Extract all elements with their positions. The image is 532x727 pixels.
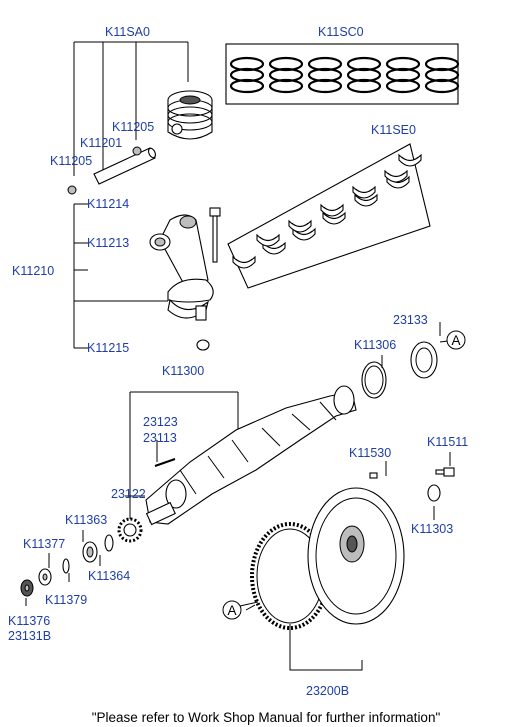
label-k11201: K11201 [80,136,122,150]
bearing-shell-icon [288,219,312,233]
bearing-shell-icon [354,193,378,207]
label-k11376: K11376 [8,614,50,628]
pilot-bearing-icon [427,484,441,502]
flywheel-group [239,467,455,671]
label-k11363: K11363 [65,513,107,527]
piston-ring-icon [268,56,304,94]
label-23131b: 23131B [8,629,51,643]
bearing-shell-icon [352,185,376,199]
label-k11300: K11300 [162,364,204,378]
label-23113: 23113 [143,431,177,445]
bearing-shell-icon [398,153,422,167]
label-k11sa0: K11SA0 [105,25,150,39]
crankshaft-gear-icon [117,517,143,543]
label-k11205-left: K11205 [50,154,92,168]
label-k11511: K11511 [427,435,468,449]
label-k11303: K11303 [411,522,453,536]
conrod-bolt-icon [209,207,221,263]
flywheel-bolt-icon [435,467,455,477]
label-k11377: K11377 [23,537,65,551]
snap-ring-icon [67,185,77,195]
rear-oil-seal-icon [410,341,438,379]
footer-note: "Please refer to Work Shop Manual for fu… [92,710,441,725]
bearing-shell-set [227,143,431,289]
piston-assembly [67,41,213,195]
piston-ring-icon [346,56,382,94]
rear-seal-ring-icon [361,361,387,399]
snap-ring-icon [132,146,142,156]
piston-icon [167,90,213,140]
piston-ring-icon [424,56,460,94]
piston-pin-icon [93,147,156,185]
piston-ring-icon [385,56,421,94]
label-k11210: K11210 [12,264,54,278]
connecting-rod-icon [159,214,214,303]
label-k11sc0: K11SC0 [318,25,364,39]
bearing-shell-icon [232,255,256,269]
thrust-ring-icon [62,558,70,574]
label-23200b: 23200B [306,684,349,698]
label-k11215: K11215 [87,341,129,355]
bearing-shell-icon [256,233,280,247]
piston-ring-icon [229,56,265,94]
label-23123: 23123 [143,415,178,429]
o-ring-icon [104,534,114,552]
piston-ring-icon [307,56,343,94]
label-k11205-top: K11205 [112,120,154,134]
label-23133: 23133 [393,313,428,327]
crankshaft-group [129,385,357,526]
callout-a-bottom: A [222,600,242,620]
conrod-bearing-icon [195,305,207,321]
front-seal-group [20,534,114,597]
bearing-shell-icon [322,211,346,225]
dowel-pin-icon [369,472,378,479]
svg-text:A: A [451,333,460,348]
crankshaft-icon [145,385,357,526]
label-k11530: K11530 [349,446,391,460]
label-k11214: K11214 [87,197,129,211]
svg-text:A: A [227,603,236,618]
callout-a-top: A [446,330,466,350]
label-k11306: K11306 [354,338,396,352]
connecting-rod-group [73,203,221,351]
label-k11213: K11213 [87,236,129,250]
label-23122: 23122 [111,487,146,501]
conrod-bushing-icon [149,233,171,251]
label-k11379: K11379 [45,593,87,607]
bearing-shell-icon [384,169,408,183]
label-k11364: K11364 [88,569,130,583]
rear-seal-group [361,341,438,399]
conrod-nut-icon [196,339,210,351]
label-k11se0: K11SE0 [371,123,416,137]
piston-rings [225,43,460,105]
flywheel-icon [307,487,405,625]
bearing-shell-icon [320,203,344,217]
